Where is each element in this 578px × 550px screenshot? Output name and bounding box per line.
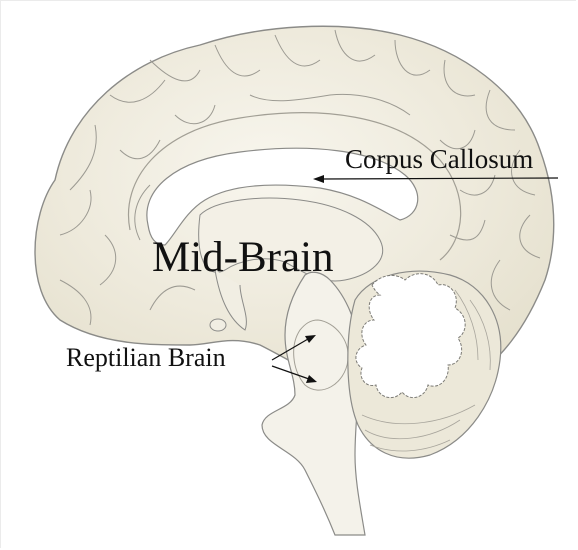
mid-brain-label: Mid-Brain [152,236,334,279]
pituitary-shape [210,319,226,331]
reptilian-brain-label: Reptilian Brain [66,345,226,371]
corpus-callosum-label: Corpus Callosum [345,146,533,173]
